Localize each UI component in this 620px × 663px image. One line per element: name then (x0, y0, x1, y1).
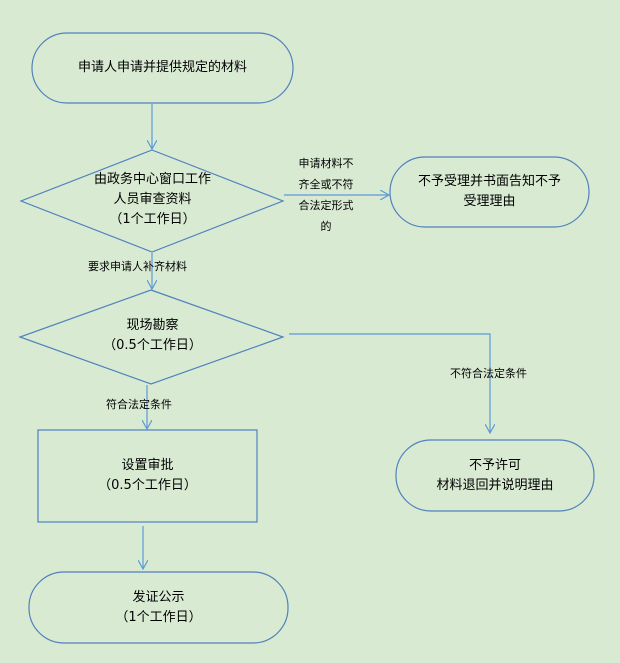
inspect-node: 现场勘察 （0.5个工作日） (103, 318, 202, 353)
review-node: 由政务中心窗口工作 人员审查资料 （1个工作日） (93, 172, 211, 227)
deny-shape (395, 439, 595, 512)
apply-node: 申请人申请并提供规定的材料 (77, 60, 247, 75)
inspect-shape (18, 289, 285, 385)
not-compliant-label: 不符合法定条件 (450, 367, 527, 380)
publish-node: 发证公示 （1个工作日） (115, 589, 202, 625)
approve-node: 设置审批 （0.5个工作日） (98, 458, 197, 493)
reject-notice-node: 不予受理并书面告知不予 受理理由 (417, 174, 561, 209)
supplement-label: 要求申请人补齐材料 (88, 260, 187, 273)
publish-shape (28, 571, 289, 644)
compliant-label: 符合法定条件 (106, 398, 172, 411)
apply-shape (31, 32, 294, 104)
review-shape (19, 149, 285, 253)
approve-shape (37, 429, 258, 523)
deny-node: 不予许可 材料退回并说明理由 (436, 457, 554, 493)
reject-notice-shape (389, 156, 590, 228)
incomplete-label: 申请材料不 齐全或不符 合法定形式 的 (298, 157, 354, 233)
arrow-inspect-to-deny (289, 333, 490, 432)
